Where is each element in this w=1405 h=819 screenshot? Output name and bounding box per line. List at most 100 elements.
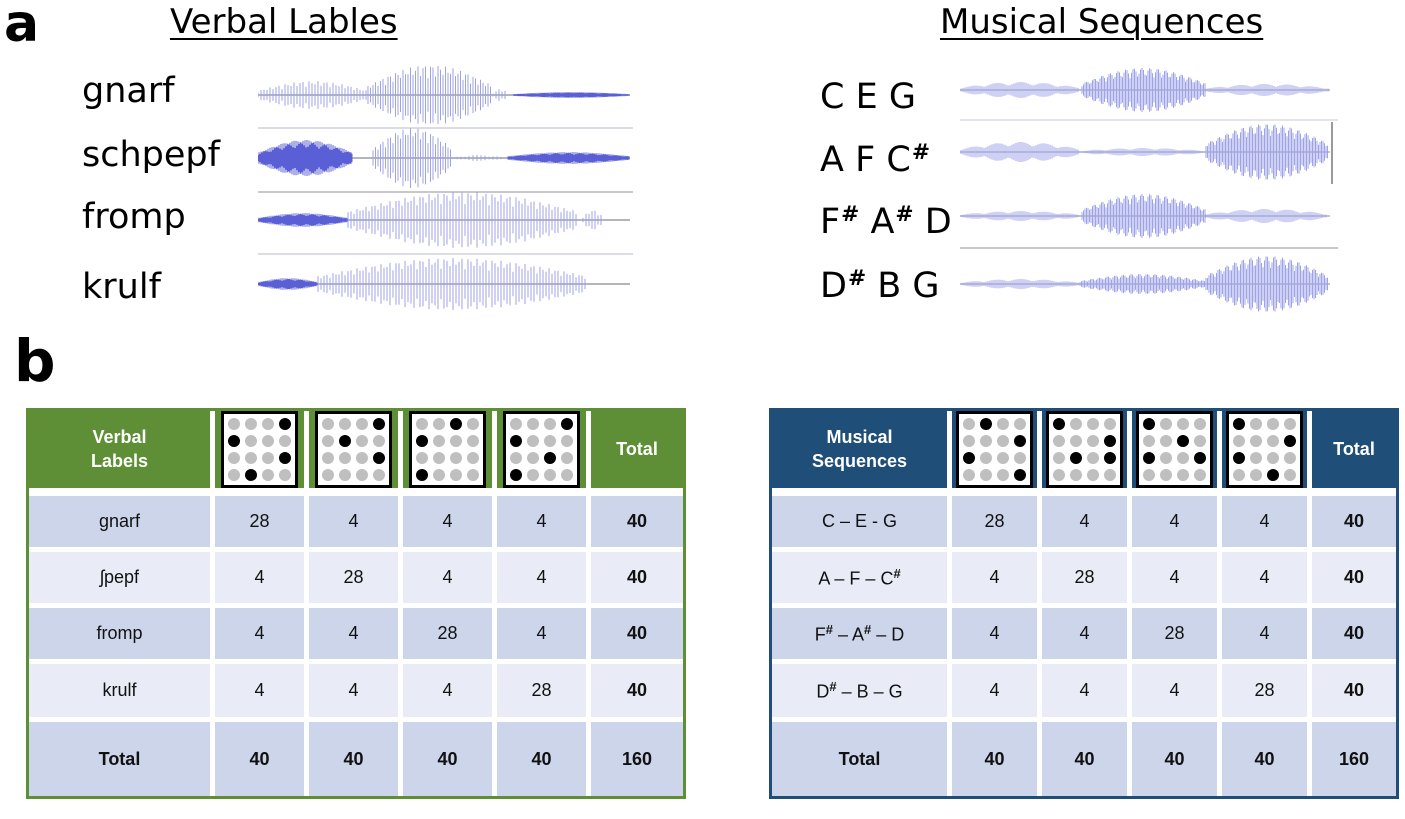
row-total-cell: 40 (1312, 608, 1396, 664)
black-dot (1233, 452, 1245, 464)
grey-dot (433, 418, 445, 430)
note-letter: A (820, 139, 844, 180)
grey-dot (1177, 452, 1189, 464)
grey-dot (1233, 469, 1245, 481)
grey-dot (1070, 469, 1082, 481)
waveform-trace (258, 278, 318, 290)
note-letter: C (820, 77, 845, 117)
grey-dot (245, 435, 257, 447)
grey-dot (1143, 435, 1155, 447)
grey-dot (997, 469, 1009, 481)
pattern-column-header (1132, 411, 1222, 496)
black-dot (245, 469, 257, 481)
grey-dot (373, 435, 385, 447)
grey-dot (245, 452, 257, 464)
header-title-line: Sequences (811, 450, 908, 471)
grey-dot (1267, 435, 1279, 447)
note-letter: E (854, 511, 867, 531)
column-total-cell: 40 (403, 722, 497, 796)
note-letter: A (818, 568, 830, 589)
waveform-dsharp-b-g (960, 256, 1330, 312)
pattern-column-header (215, 411, 309, 496)
grey-dot (433, 469, 445, 481)
count-cell: 4 (403, 664, 497, 722)
grey-dot (1160, 452, 1172, 464)
grey-dot (245, 418, 257, 430)
waveform-fsharp-asharp-d (960, 194, 1330, 238)
grey-dot (262, 435, 274, 447)
count-cell: 4 (403, 496, 497, 552)
grey-dot (1014, 418, 1026, 430)
column-total-cell: 40 (952, 722, 1042, 796)
row-total-cell: 40 (591, 496, 683, 552)
grey-dot (561, 435, 573, 447)
grey-dot (1087, 469, 1099, 481)
black-dot (450, 418, 462, 430)
count-cell: 4 (497, 552, 591, 608)
waveform-krulf (258, 258, 630, 310)
waveform-trace (960, 124, 1328, 180)
note-separator: – (837, 624, 848, 645)
black-dot (1284, 435, 1296, 447)
black-dot (228, 435, 240, 447)
count-cell: 4 (952, 552, 1042, 608)
grey-dot (1070, 418, 1082, 430)
count-cell: 4 (497, 608, 591, 664)
note-letter: D (816, 681, 830, 702)
grey-dot (1104, 469, 1116, 481)
grey-dot (416, 452, 428, 464)
grey-dot (527, 452, 539, 464)
grey-dot (1160, 469, 1172, 481)
count-cell: 28 (1042, 552, 1132, 608)
black-dot (963, 452, 975, 464)
note-letter: D (820, 265, 847, 306)
note-letter: F (814, 624, 826, 645)
row-total-cell: 40 (591, 608, 683, 664)
grey-dot (339, 418, 351, 430)
note-letter: F (820, 201, 841, 242)
grey-dot (322, 435, 334, 447)
grey-dot (356, 435, 368, 447)
waveform-trace (512, 92, 630, 98)
grey-dot (980, 452, 992, 464)
grey-dot (262, 418, 274, 430)
count-cell: 4 (952, 664, 1042, 722)
dot-pattern-grid (315, 411, 392, 488)
panel-a-letter: a (4, 0, 40, 54)
count-cell: 4 (1132, 496, 1222, 552)
note-letter: G (912, 265, 940, 306)
waveform-ceg (960, 68, 1330, 112)
header-title-line: Musical (826, 427, 893, 448)
grey-dot (561, 469, 573, 481)
musical-sequences-heading: Musical Sequences (940, 2, 1264, 42)
count-cell: 4 (497, 496, 591, 552)
musical-sequence-label: A F C# (820, 142, 930, 178)
note-letter: B (877, 265, 902, 306)
sharp-sign: # (829, 678, 837, 694)
grey-dot (450, 435, 462, 447)
sharp-sign: # (864, 621, 872, 637)
musical-sequence-label: D# B G (820, 268, 940, 304)
column-total-cell: 40 (215, 722, 309, 796)
waveform-trace (960, 194, 1327, 238)
sharp-sign: # (825, 621, 833, 637)
grey-dot (467, 418, 479, 430)
black-dot (1104, 452, 1116, 464)
grey-dot (510, 418, 522, 430)
note-letter: A (851, 624, 864, 645)
dot-pattern-grid (409, 411, 486, 488)
count-cell: 28 (1132, 608, 1222, 664)
verbal-word-gnarf: gnarf (82, 71, 175, 111)
grey-dot (1053, 435, 1065, 447)
black-dot (561, 418, 573, 430)
count-cell: 4 (309, 608, 403, 664)
musical-waveforms (960, 68, 1338, 312)
row-label: ʃpepf (29, 552, 215, 608)
grey-dot (1250, 418, 1262, 430)
count-cell: 4 (1222, 496, 1312, 552)
black-dot (279, 452, 291, 464)
grey-dot (467, 435, 479, 447)
grey-dot (1087, 452, 1099, 464)
